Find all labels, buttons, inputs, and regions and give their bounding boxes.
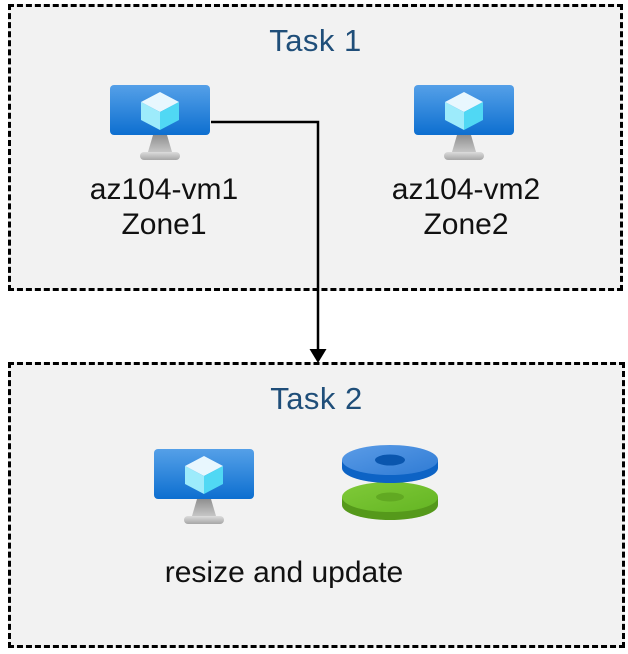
virtual-machine-icon (110, 85, 210, 165)
managed-disks-icon (340, 443, 440, 528)
task1-panel: Task 1 az104-vm1 Zone1 az104-vm2 Zone2 (8, 4, 623, 291)
task2-title: Task 2 (270, 381, 363, 416)
vm1-zone: Zone1 (121, 208, 207, 241)
virtual-machine-icon (154, 449, 254, 529)
vm2-label: az104-vm2 Zone2 (346, 172, 586, 242)
vm2-name: az104-vm2 (391, 173, 541, 206)
task1-title: Task 1 (269, 23, 362, 58)
vm1-label: az104-vm1 Zone1 (44, 172, 284, 242)
task2-panel: Task 2 resize and update (8, 362, 625, 648)
task2-caption: resize and update (164, 556, 404, 589)
vm1-name: az104-vm1 (89, 173, 239, 206)
virtual-machine-icon (414, 85, 514, 165)
vm2-zone: Zone2 (423, 208, 509, 241)
